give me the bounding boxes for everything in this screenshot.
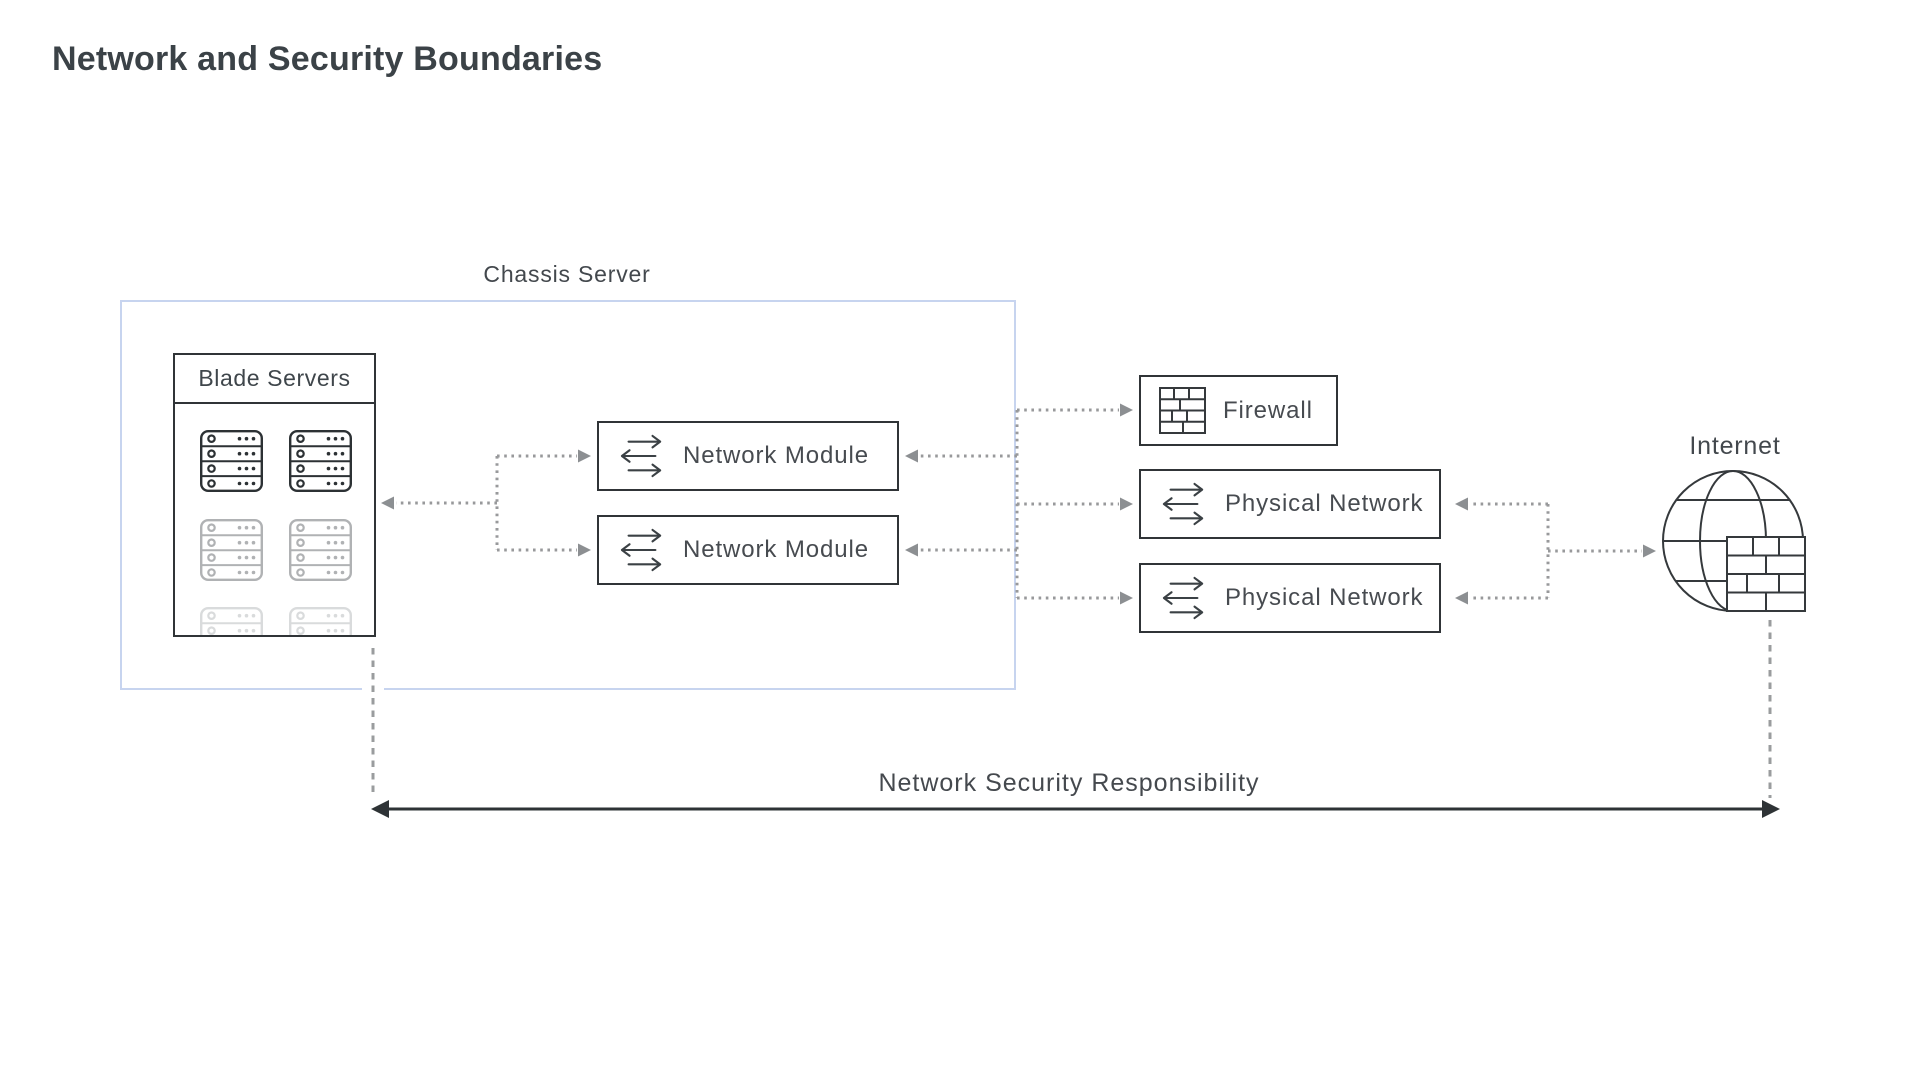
physical-network-1-label: Physical Network (1225, 490, 1424, 517)
blade-servers-grid (175, 404, 374, 635)
physical-network-1-box: Physical Network (1139, 469, 1441, 539)
server-rack-icon (200, 519, 263, 581)
transfer-arrows-icon (619, 528, 665, 572)
server-rack-icon (200, 607, 263, 635)
brick-wall-icon (1159, 387, 1206, 434)
transfer-arrows-icon (619, 434, 665, 478)
server-rack-icon (200, 430, 263, 492)
firewall-box: Firewall (1139, 375, 1338, 446)
page-title: Network and Security Boundaries (52, 40, 603, 78)
server-rack-icon (289, 519, 352, 581)
responsibility-label: Network Security Responsibility (878, 769, 1260, 797)
server-rack-icon (289, 430, 352, 492)
chassis-server-label: Chassis Server (483, 261, 651, 287)
globe-firewall-icon (1662, 470, 1806, 612)
internet-label: Internet (1689, 432, 1781, 460)
blade-servers-box: Blade Servers (173, 353, 376, 637)
blade-servers-title: Blade Servers (175, 355, 374, 404)
firewall-label: Firewall (1223, 396, 1313, 424)
physical-network-2-box: Physical Network (1139, 563, 1441, 633)
network-module-1-label: Network Module (683, 442, 870, 469)
network-module-1-box: Network Module (597, 421, 899, 491)
server-rack-icon (289, 607, 352, 635)
network-module-2-label: Network Module (683, 536, 870, 563)
network-module-2-box: Network Module (597, 515, 899, 585)
transfer-arrows-icon (1161, 576, 1207, 620)
transfer-arrows-icon (1161, 482, 1207, 526)
physical-network-2-label: Physical Network (1225, 584, 1424, 611)
